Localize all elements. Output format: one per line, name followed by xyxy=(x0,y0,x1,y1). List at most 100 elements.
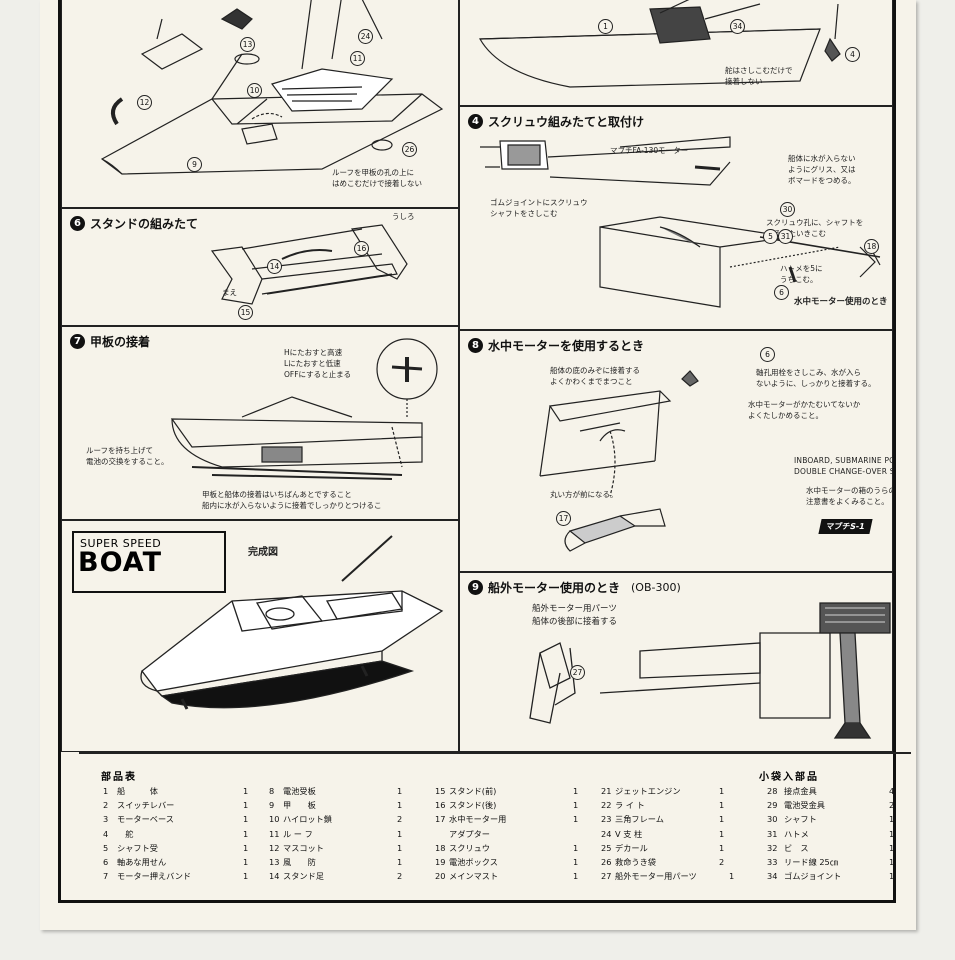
deck-assembly-drawing xyxy=(100,0,444,175)
switch-note: Hにたおすと高速 Lにたおすと低速 OFFにすると止まる xyxy=(284,348,352,379)
front-label: まえ xyxy=(222,288,237,297)
box-note: 水中モーターの箱のうらの 注意書をよくみること。 xyxy=(806,486,893,506)
step-8-title: 8 水中モーターを使用するとき xyxy=(468,337,644,354)
step-number: 4 xyxy=(468,114,483,129)
logo-line-1: SUPER SPEED xyxy=(80,537,162,550)
screw-assembly-drawing xyxy=(480,136,881,308)
mabuchi-badge: マブチS-1 xyxy=(818,519,873,534)
outboard-motor-drawing xyxy=(529,602,891,739)
panel-completed: SUPER SPEED BOAT 完成図 xyxy=(61,520,459,752)
step-number: 9 xyxy=(468,580,483,595)
round-front-note: 丸い方が前になる。 xyxy=(550,490,618,499)
panel-step-4: 4 スクリュウ組みたてと取付け xyxy=(459,106,893,330)
english-switch-note: INBOARD, SUBMARINE POWER, DOUBLE CHANGE-… xyxy=(794,456,892,476)
roof-note: ルーフを甲板の孔の上に はめこむだけで接着しない xyxy=(332,168,422,188)
grease-note: 船体に水が入らない ようにグリス、又は ボマードをつめる。 xyxy=(788,154,856,185)
super-speed-boat-logo: SUPER SPEED BOAT xyxy=(72,531,226,593)
step-8-heading: 水中モーターを使用するとき xyxy=(488,339,645,353)
panel-step-7: 7 甲板の接着 Hにたおすと高速 Lにたおすと低速 OFFにすると止まる xyxy=(61,326,459,520)
rear-label: うしろ xyxy=(392,212,415,221)
step-number: 7 xyxy=(70,334,85,349)
panel-rudder: 1 34 4 舵はさしこむだけで 接着しない xyxy=(459,0,893,106)
complete-label: 完成図 xyxy=(248,547,278,558)
step-9-code: (OB-300) xyxy=(631,581,681,594)
completed-boat-drawing xyxy=(140,535,444,710)
rudder-note: 舵はさしこむだけで 接着しない xyxy=(725,66,793,86)
parts-list-title: 部品表 xyxy=(101,772,137,783)
underwater-motor-drawing xyxy=(539,370,699,552)
part-row: アダプター xyxy=(449,828,490,839)
step-number: 6 xyxy=(70,216,85,231)
outboard-note: 船外モーター用パーツ 船体の後部に接着する xyxy=(532,604,618,627)
step-6-title: 6 スタンドの組みたて xyxy=(70,215,198,232)
stand-drawing xyxy=(210,224,408,305)
dent-note: 船体の底のみぞに接着する よくかわくまでまつこと xyxy=(550,366,640,386)
shaft-note: スクリュウ孔に、シャフトを かるくたいきこむ xyxy=(766,218,864,238)
step-9-heading: 船外モーター使用のとき xyxy=(488,581,621,595)
logo-line-2: BOAT xyxy=(78,547,163,578)
step-4-heading: スクリュウ組みたてと取付け xyxy=(488,115,645,129)
deck-glue-drawing xyxy=(170,338,438,480)
underwater-label: 水中モーター使用のとき xyxy=(794,297,888,307)
hull-rudder-drawing xyxy=(478,0,841,88)
hatome-note: ハトメを5に うちこむ。 xyxy=(780,264,823,284)
step-9-title: 9 船外モーター使用のとき (OB-300) xyxy=(468,579,681,596)
step-6-heading: スタンドの組みたて xyxy=(90,217,199,231)
panel-step-9: 9 船外モーター使用のとき (OB-300) 船外モーター用パーツ 船体の後部に… xyxy=(459,572,893,752)
motor-label: マブチFA-130モーター xyxy=(610,146,689,155)
hole-note: 軸孔用栓をさしこみ、水が入ら ないように、しっかりと接着する。 xyxy=(756,368,876,388)
roof-lift-note: ルーフを持ち上げて 電池の交換をすること。 xyxy=(86,446,169,466)
panel-step-8: 8 水中モーターを使用するとき 6 船体の底のみぞに接着する よくかわくまでまつ… xyxy=(459,330,893,572)
panel-deck-assembly: 13 24 11 10 12 26 9 ルーフを甲板の孔の上に はめこむだけで接… xyxy=(61,0,459,208)
instruction-sheet: 13 24 11 10 12 26 9 ルーフを甲板の孔の上に はめこむだけで接… xyxy=(40,0,916,930)
step-7-title: 7 甲板の接着 xyxy=(70,333,150,350)
panel-step-6: 6 スタンドの組みたて うしろ まえ 16 14 15 xyxy=(61,208,459,326)
small-bag-title: 小袋入部品 xyxy=(759,772,819,783)
check-note: 水中モーターがかたむいてないか よくたしかめること。 xyxy=(748,400,861,420)
step-number: 8 xyxy=(468,338,483,353)
step-4-title: 4 スクリュウ組みたてと取付け xyxy=(468,113,644,130)
step-7-heading: 甲板の接着 xyxy=(90,335,151,349)
glue-note: 甲板と船体の接着はいちばんあとですること 船内に水が入らないように接着でしっかり… xyxy=(202,490,382,510)
sheet-frame: 13 24 11 10 12 26 9 ルーフを甲板の孔の上に はめこむだけで接… xyxy=(58,0,911,903)
